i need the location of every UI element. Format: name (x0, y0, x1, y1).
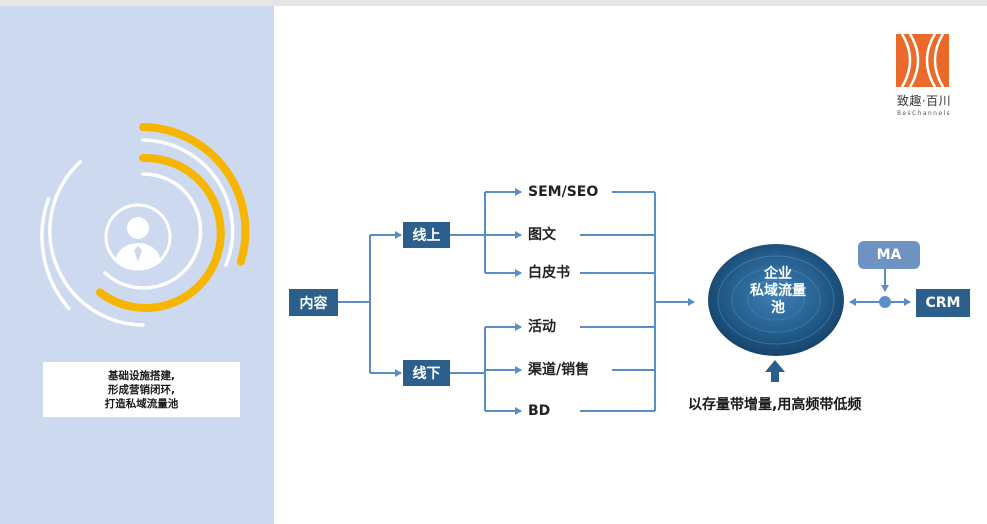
offline-item-bd: BD (528, 403, 551, 419)
pool-line-2: 私域流量 (750, 283, 806, 299)
user-rings-graphic (40, 123, 250, 327)
crm-node: CRM (916, 289, 970, 317)
caption-line-2: 形成营销闭环, (108, 383, 175, 396)
far-left-white-arc (40, 197, 71, 311)
root-node: 内容 (289, 289, 338, 316)
brand-name-cn: 致趣·百川 (896, 94, 952, 108)
outer-yellow-arc (139, 123, 250, 266)
left-white-arc (48, 159, 145, 327)
bottom-note: 以存量带增量,用高频带低频 (688, 397, 862, 413)
online-item-article: 图文 (528, 227, 556, 243)
brand-logo: 致趣·百川 BesChannels (893, 32, 955, 122)
caption-box: 基础设施搭建, 形成营销闭环, 打造私域流量池 (43, 362, 240, 417)
online-item-whitepaper: 白皮书 (528, 265, 570, 281)
traffic-pool-label: 企业 私域流量 池 (728, 266, 828, 317)
online-item-sem: SEM/SEO (528, 184, 599, 200)
up-arrow-icon (765, 360, 785, 382)
offline-item-event: 活动 (528, 319, 556, 335)
traffic-pool-ellipse (708, 244, 844, 356)
pool-line-1: 企业 (764, 266, 792, 282)
brand-name-en: BesChannels (896, 110, 952, 117)
top-rule (0, 0, 987, 6)
online-node: 线上 (403, 222, 450, 248)
junction-dot (879, 296, 891, 308)
caption-line-1: 基础设施搭建, (108, 369, 175, 382)
inner-white-arc (103, 172, 203, 290)
brand-logo-icon (896, 34, 949, 87)
inner-yellow-arc (96, 153, 225, 312)
pool-line-3: 池 (771, 300, 785, 316)
user-avatar-icon (104, 203, 172, 271)
right-white-arc (141, 138, 235, 267)
caption-line-3: 打造私域流量池 (104, 397, 179, 410)
offline-item-channel: 渠道/销售 (528, 362, 590, 378)
ma-node: MA (858, 241, 920, 269)
offline-node: 线下 (403, 360, 450, 386)
